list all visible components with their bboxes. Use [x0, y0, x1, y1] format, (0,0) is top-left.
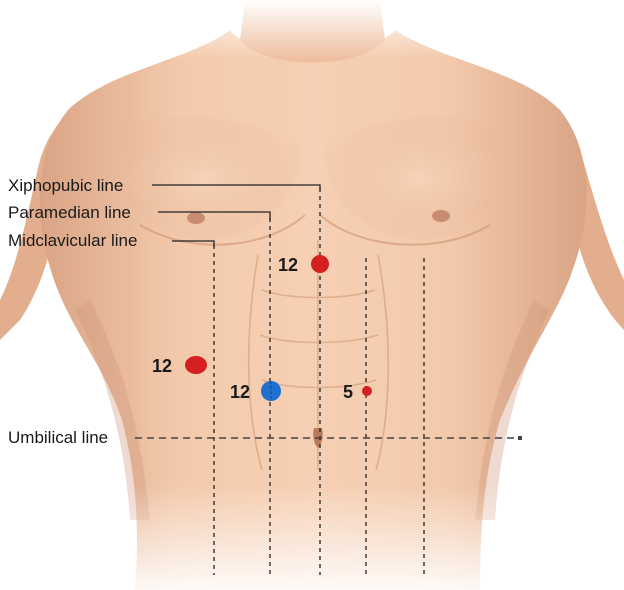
port-right-paramedian-size: 12: [230, 382, 250, 402]
port-right-flank-size: 12: [152, 356, 172, 376]
port-left-size: 5: [343, 382, 353, 402]
umbilical-label: Umbilical line: [8, 428, 108, 447]
umbilical-line-end-marker: [518, 436, 522, 440]
port-right-flank-marker: [185, 356, 207, 374]
midclavicular-label: Midclavicular line: [8, 231, 137, 250]
port-epigastric-size: 12: [278, 255, 298, 275]
port-epigastric-marker: [311, 255, 329, 273]
paramedian-label: Paramedian line: [8, 203, 131, 222]
xiphopubic-label: Xiphopubic line: [8, 176, 123, 195]
port-left-marker: [362, 386, 372, 396]
